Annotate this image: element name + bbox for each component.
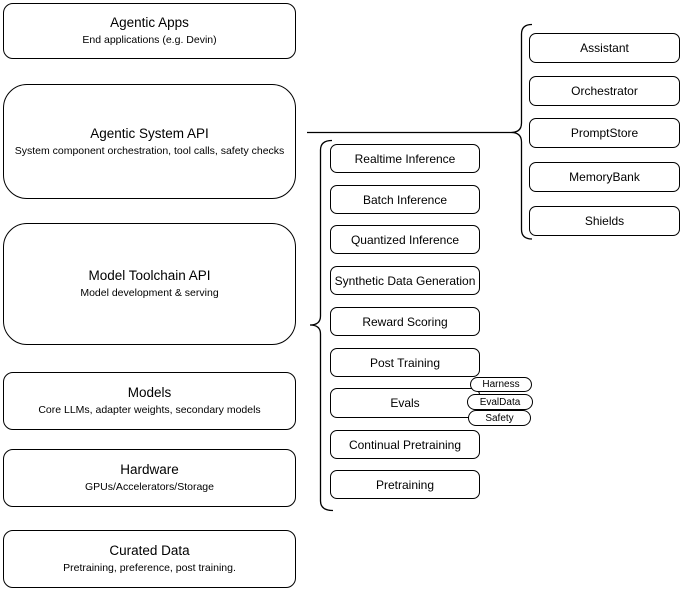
stack-layer-model-toolchain-api: Model Toolchain API Model development & … [3, 223, 296, 345]
toolchain-box-realtime-inference: Realtime Inference [330, 144, 480, 173]
system-box-label: Orchestrator [571, 84, 638, 98]
toolchain-box-label: Batch Inference [362, 192, 448, 207]
toolchain-box-quantized-inference: Quantized Inference [330, 225, 480, 254]
stack-layer-models: Models Core LLMs, adapter weights, secon… [3, 372, 296, 430]
system-box-label: MemoryBank [569, 170, 640, 184]
system-box-label: Assistant [580, 41, 629, 55]
evals-tag-harness: Harness [470, 377, 532, 392]
layer-title: Models [127, 385, 172, 400]
toolchain-box-label: Reward Scoring [362, 314, 448, 329]
evals-tag-label: Safety [485, 412, 514, 424]
toolchain-box-label: Continual Pretraining [348, 437, 462, 452]
stack-layer-curated-data: Curated Data Pretraining, preference, po… [3, 530, 296, 588]
layer-subtitle: Model development & serving [80, 287, 219, 299]
system-box-assistant: Assistant [529, 33, 680, 63]
layer-subtitle: System component orchestration, tool cal… [14, 144, 285, 157]
evals-tag-label: Harness [482, 379, 520, 390]
system-box-label: PromptStore [570, 126, 639, 140]
layer-title: Hardware [120, 462, 179, 477]
toolchain-box-continual-pretraining: Continual Pretraining [330, 430, 480, 459]
evals-tag-safety: Safety [468, 410, 531, 426]
toolchain-box-label: Pretraining [375, 477, 435, 492]
layer-subtitle: GPUs/Accelerators/Storage [85, 481, 214, 493]
toolchain-box-label: Realtime Inference [354, 151, 456, 166]
layer-title: Model Toolchain API [88, 268, 211, 283]
toolchain-box-post-training: Post Training [330, 348, 480, 377]
layer-subtitle: Core LLMs, adapter weights, secondary mo… [38, 404, 261, 416]
layer-title: Curated Data [109, 543, 190, 558]
system-box-memorybank: MemoryBank [529, 162, 680, 192]
layer-subtitle: Pretraining, preference, post training. [63, 562, 236, 574]
layer-title: Agentic Apps [110, 15, 189, 30]
layer-title: Agentic System API [90, 125, 209, 141]
system-box-promptstore: PromptStore [529, 118, 680, 148]
stack-layer-agentic-system-api: Agentic System API System component orch… [3, 84, 296, 199]
system-box-orchestrator: Orchestrator [529, 76, 680, 106]
toolchain-box-label: Evals [390, 396, 420, 410]
toolchain-box-batch-inference: Batch Inference [330, 185, 480, 214]
toolchain-box-reward-scoring: Reward Scoring [330, 307, 480, 336]
toolchain-box-label: Post Training [369, 355, 441, 370]
toolchain-box-evals: Evals [330, 388, 480, 418]
stack-layer-agentic-apps: Agentic Apps End applications (e.g. Devi… [3, 3, 296, 59]
system-box-label: Shields [584, 214, 625, 228]
toolchain-box-label: Quantized Inference [350, 232, 460, 247]
stack-layer-hardware: Hardware GPUs/Accelerators/Storage [3, 449, 296, 507]
toolchain-box-pretraining: Pretraining [330, 470, 480, 499]
system-box-shields: Shields [529, 206, 680, 236]
evals-tag-label: EvalData [479, 396, 521, 408]
layer-subtitle: End applications (e.g. Devin) [82, 34, 217, 46]
toolchain-box-label: Synthetic Data Generation [334, 273, 476, 288]
evals-tag-evaldata: EvalData [467, 394, 533, 410]
toolchain-box-synthetic-data-generation: Synthetic Data Generation [330, 266, 480, 295]
